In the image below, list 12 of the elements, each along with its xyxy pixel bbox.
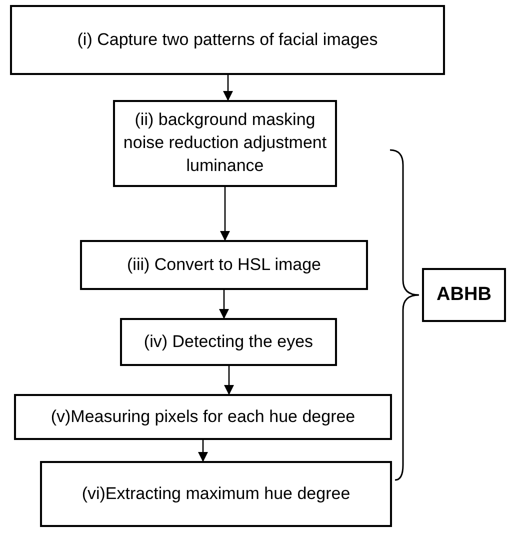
process-box: (v)Measuring pixels for each hue degree: [14, 394, 392, 440]
group-label-box: ABHB: [422, 268, 506, 322]
process-box: (iv) Detecting the eyes: [120, 318, 337, 366]
arrow: [220, 187, 230, 241]
arrow: [223, 75, 233, 101]
process-box: (iii) Convert to HSL image: [80, 240, 368, 290]
process-box: (vi)Extracting maximum hue degree: [40, 461, 392, 527]
process-box: (ii) background masking noise reduction adjustment luminance: [113, 100, 337, 187]
process-box: (i) Capture two patterns of facial images: [10, 5, 445, 75]
arrow: [224, 366, 234, 395]
arrow: [198, 440, 208, 462]
arrow: [219, 290, 229, 319]
